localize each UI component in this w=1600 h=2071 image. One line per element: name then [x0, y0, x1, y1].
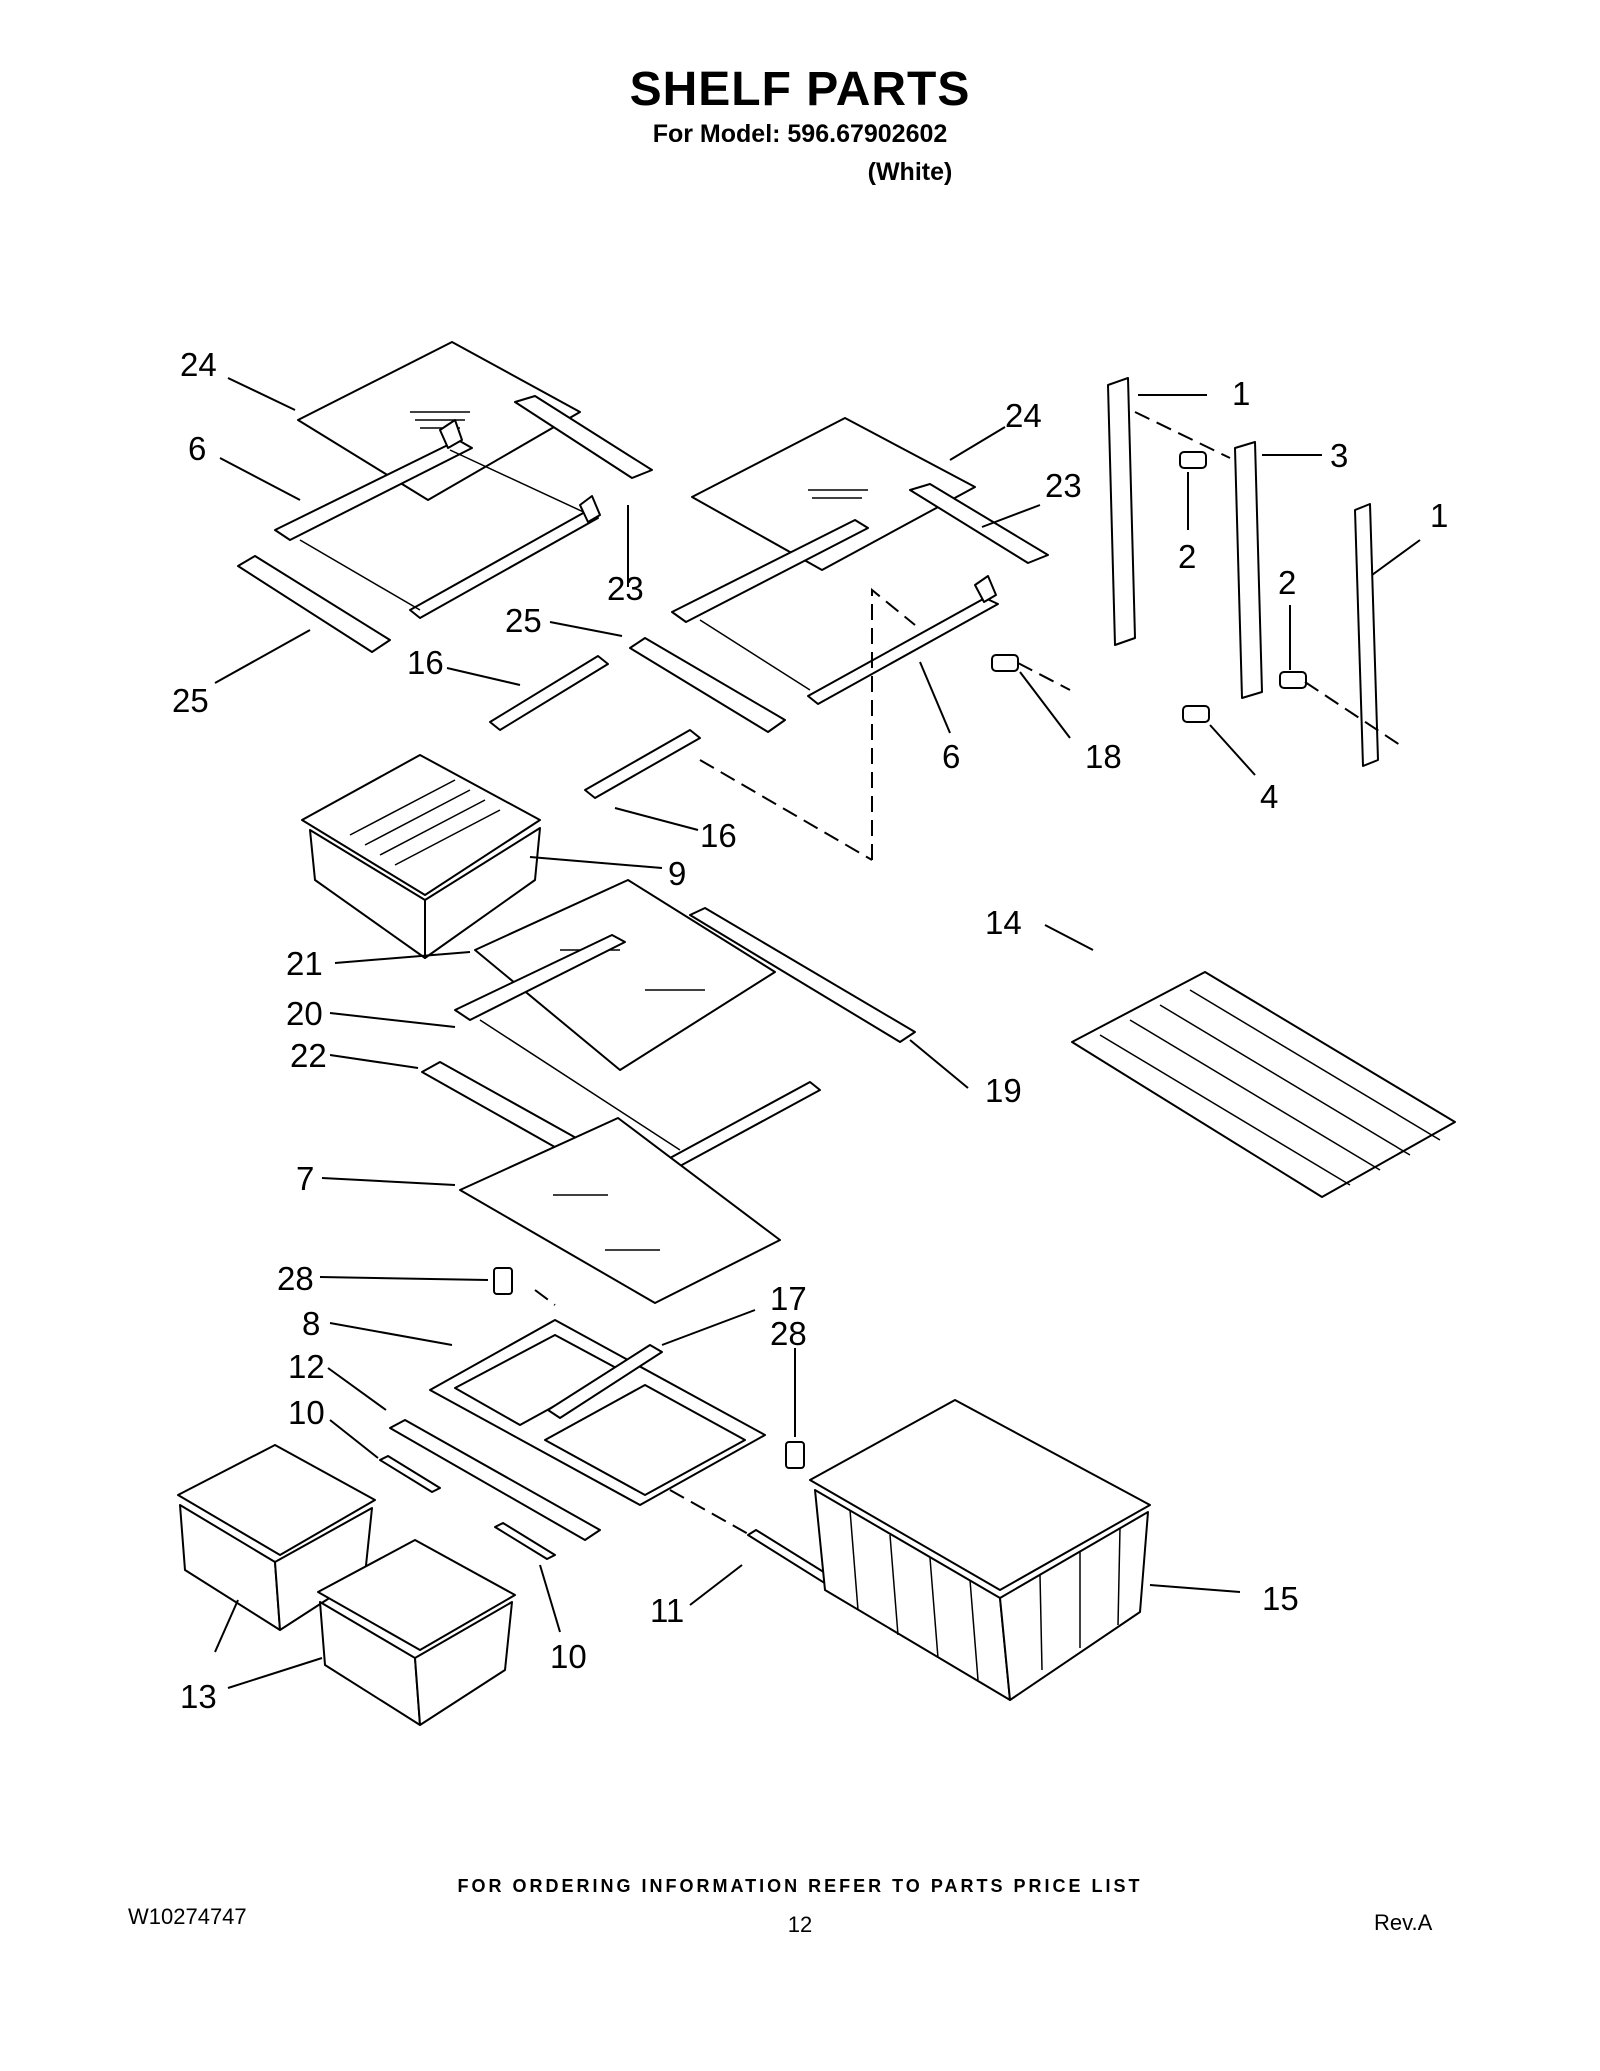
crisper-support-left [379, 1455, 441, 1493]
callout-28: 28 [770, 1315, 807, 1352]
shelf-rail-center [1234, 441, 1263, 699]
callout-13: 13 [180, 1678, 217, 1715]
glass-shelf-upper-right [691, 417, 976, 571]
callout-7: 7 [296, 1160, 314, 1197]
callout-15: 15 [1262, 1580, 1299, 1617]
callout-20: 20 [286, 995, 323, 1032]
callout-3: 3 [1330, 437, 1348, 474]
callout-10: 10 [288, 1394, 325, 1431]
shelf-rail-left [1107, 377, 1136, 646]
glass-shelf-upper-left [297, 341, 581, 501]
shelf-frame-lower [454, 934, 821, 1167]
callout-4: 4 [1260, 778, 1278, 815]
callout-16: 16 [700, 817, 737, 854]
assembly-line-6 [1304, 681, 1401, 746]
callout-16: 16 [407, 644, 444, 681]
callout-2: 2 [1178, 538, 1196, 575]
model-color: (White) [867, 158, 953, 186]
page-number: 12 [787, 1912, 813, 1937]
document-number: W10274747 [128, 1904, 247, 1929]
crisper-support-right [494, 1522, 556, 1560]
callout-28: 28 [277, 1260, 314, 1297]
callout-19: 19 [985, 1072, 1022, 1109]
crisper-frame [429, 1319, 766, 1506]
callout-1: 1 [1430, 497, 1448, 534]
deli-drawer [301, 754, 541, 959]
front-trim-right [629, 637, 786, 733]
callout-25: 25 [505, 602, 542, 639]
assembly-line-7 [1134, 411, 1231, 459]
crisper-trim [389, 1419, 601, 1541]
screw-parts [991, 451, 1307, 723]
shelf-trim-upper-right [909, 483, 1049, 564]
callout-23: 23 [607, 570, 644, 607]
callout-6: 6 [942, 738, 960, 775]
drawer-slide-upper [489, 655, 609, 731]
clip-left [493, 1267, 513, 1295]
assembly-line-2 [699, 759, 873, 861]
assembly-line-4 [669, 1489, 751, 1536]
leader-lines [214, 377, 1421, 1689]
wire-shelf [1071, 971, 1456, 1198]
revision-label: Rev.A [1374, 1910, 1433, 1935]
page-title: SHELF PARTS [629, 63, 971, 116]
callout-24: 24 [1005, 397, 1042, 434]
crisper-cover [459, 1117, 781, 1304]
callout-22: 22 [290, 1037, 327, 1074]
clip-right [785, 1441, 805, 1469]
front-trim-left [237, 555, 391, 653]
callout-23: 23 [1045, 467, 1082, 504]
callout-24: 24 [180, 346, 217, 383]
shelf-trim-upper-left [514, 395, 653, 479]
model-number: For Model: 596.67902602 [652, 120, 948, 148]
callout-14: 14 [985, 904, 1022, 941]
glass-shelf-lower [474, 879, 776, 1071]
callout-9: 9 [668, 855, 686, 892]
callout-25: 25 [172, 682, 209, 719]
callout-11: 11 [650, 1592, 684, 1629]
callout-6: 6 [188, 430, 206, 467]
assembly-line-1 [871, 587, 916, 860]
shelf-frame-upper-left [274, 419, 601, 619]
shelf-rail-right [1354, 503, 1379, 767]
shelf-frame-upper-right [671, 519, 999, 705]
drawer-slide-lower [584, 729, 701, 799]
callout-8: 8 [302, 1305, 320, 1342]
callout-10: 10 [550, 1638, 587, 1675]
callout-18: 18 [1085, 738, 1122, 775]
callout-12: 12 [288, 1348, 325, 1385]
callout-2: 2 [1278, 564, 1296, 601]
ordering-note: FOR ORDERING INFORMATION REFER TO PARTS … [457, 1876, 1143, 1896]
wire-basket [809, 1399, 1151, 1701]
callout-1: 1 [1232, 375, 1250, 412]
callout-21: 21 [286, 945, 323, 982]
shelf-trim-lower [689, 907, 916, 1043]
crisper-bins [177, 1444, 516, 1726]
assembly-line-5 [1017, 662, 1071, 691]
assembly-line-3 [534, 1289, 556, 1306]
callout-17: 17 [770, 1280, 807, 1317]
